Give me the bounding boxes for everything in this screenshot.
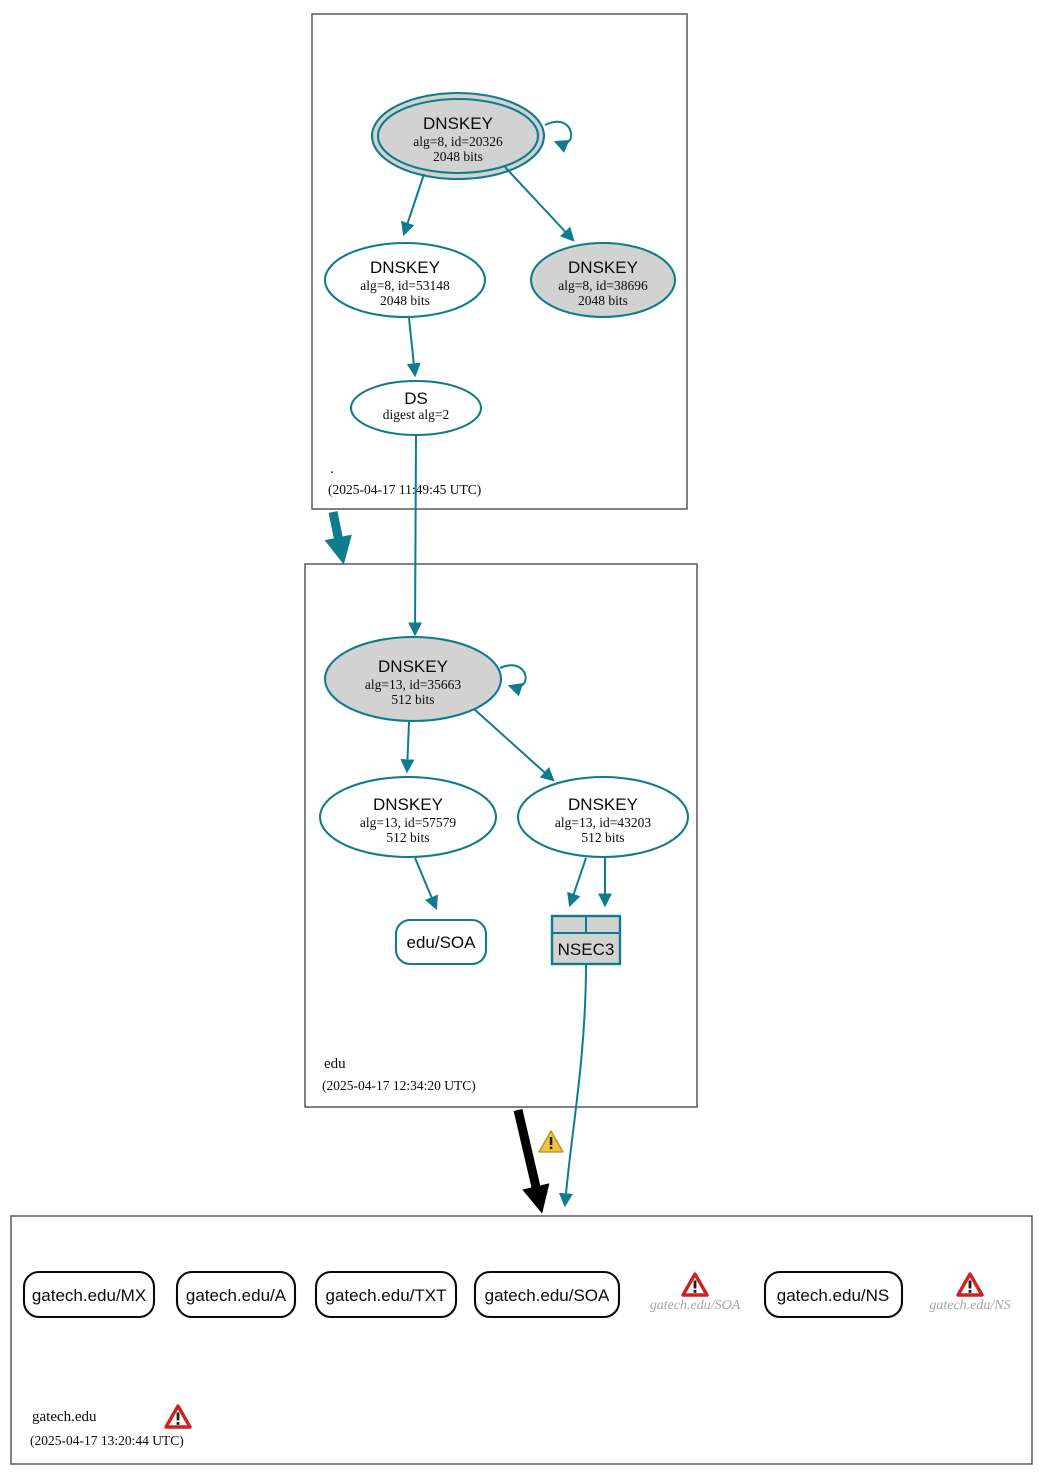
error-bang-stem [968, 1280, 972, 1289]
edge-ds-to-edu-ksk [408, 435, 423, 637]
node-title: gatech.edu/TXT [326, 1286, 447, 1305]
node-title: gatech.edu/MX [32, 1286, 146, 1305]
error-triangle-icon [956, 1272, 984, 1297]
zone-cluster-gatech: gatech.edu/MX gatech.edu/A gatech.edu/TX… [10, 1215, 1033, 1465]
node-title: gatech.edu/A [186, 1286, 287, 1305]
rrset-box [175, 1270, 297, 1319]
node-keysize: 2048 bits [433, 149, 483, 164]
edge-root-ksk-to-zsk-38696 [504, 166, 575, 242]
node-title: edu/SOA [407, 933, 477, 952]
edge-edu-zsk-to-soa [414, 857, 438, 911]
rrset-box [22, 1270, 156, 1319]
error-bang-dot [176, 1422, 180, 1425]
node-title: DNSKEY [373, 795, 443, 814]
node-edu-ksk[interactable]: DNSKEY alg=13, id=35663 512 bits [323, 635, 503, 723]
node-gatech-ns[interactable]: gatech.edu/NS [763, 1270, 904, 1319]
zone-label-root: . [330, 461, 334, 477]
rrset-box [473, 1270, 621, 1319]
node-edu-nsec3[interactable]: NSEC3 [550, 914, 622, 966]
node-gatech-soa-error[interactable]: gatech.edu/SOA [650, 1272, 741, 1313]
zone-boundary-edu [304, 563, 698, 1108]
node-title: DNSKEY [423, 114, 493, 133]
warning-bang-stem [549, 1137, 553, 1145]
error-bang-stem [693, 1280, 697, 1289]
delegation-root-to-edu [324, 511, 352, 565]
zone-timestamp-gatech: (2025-04-17 13:20:44 UTC) [30, 1433, 184, 1448]
error-node-label: gatech.edu/NS [929, 1298, 1010, 1313]
node-alg-id: alg=8, id=38696 [558, 278, 648, 293]
zone-timestamp-edu: (2025-04-17 12:34:20 UTC) [322, 1078, 476, 1093]
ds-ellipse [349, 379, 483, 437]
edge-self-sign-edu-ksk [499, 664, 527, 697]
node-gatech-txt[interactable]: gatech.edu/TXT [314, 1270, 458, 1319]
delegation-edu-to-gatech [513, 1108, 550, 1214]
node-title: DS [404, 389, 428, 408]
node-alg-id: alg=13, id=43203 [555, 815, 651, 830]
error-triangle-icon [681, 1272, 709, 1297]
node-edu-zsk-43203[interactable]: DNSKEY alg=13, id=43203 512 bits [516, 775, 690, 859]
rrset-box [763, 1270, 904, 1319]
node-alg-id: alg=13, id=35663 [365, 677, 461, 692]
error-bang-dot [968, 1290, 972, 1293]
node-title: NSEC3 [558, 940, 615, 959]
zone-boundary-root [311, 13, 688, 510]
node-gatech-mx[interactable]: gatech.edu/MX [22, 1270, 156, 1319]
dnskey-ellipse [323, 635, 503, 723]
node-gatech-ns-error[interactable]: gatech.edu/NS [929, 1272, 1011, 1313]
node-title: DNSKEY [568, 795, 638, 814]
node-keysize: 2048 bits [578, 293, 628, 308]
node-edu-zsk-57579[interactable]: DNSKEY alg=13, id=57579 512 bits [318, 775, 498, 859]
node-keysize: 512 bits [391, 692, 434, 707]
node-title: DNSKEY [378, 657, 448, 676]
error-node-label: gatech.edu/SOA [650, 1298, 741, 1313]
zone-cluster-root: DNSKEY alg=8, id=20326 2048 bits DNSKEY … [311, 13, 688, 510]
node-title: gatech.edu/NS [777, 1286, 889, 1305]
node-keysize: 2048 bits [380, 293, 430, 308]
edge-nsec3-to-gatech [558, 963, 587, 1208]
node-alg-id: alg=8, id=53148 [360, 278, 450, 293]
node-edu-soa[interactable]: edu/SOA [394, 918, 488, 966]
node-keysize: 512 bits [581, 830, 624, 845]
node-keysize: 512 bits [386, 830, 429, 845]
edge-root-zsk-to-ds [406, 317, 421, 378]
dnskey-ellipse [376, 97, 540, 175]
node-root-zsk-53148[interactable]: DNSKEY alg=8, id=53148 2048 bits [323, 241, 487, 319]
rrset-box [314, 1270, 458, 1319]
zone-cluster-edu: DNSKEY alg=13, id=35663 512 bits DNSKEY … [304, 563, 698, 1108]
node-gatech-a[interactable]: gatech.edu/A [175, 1270, 297, 1319]
zone-status-error-triangle-icon [164, 1404, 192, 1429]
warning-bang-dot [549, 1146, 553, 1150]
zone-timestamp-root: (2025-04-17 11:49:45 UTC) [328, 482, 481, 497]
edge-edu-ksk-to-zsk-43203 [473, 708, 555, 782]
error-bang-stem [176, 1412, 180, 1421]
node-gatech-soa[interactable]: gatech.edu/SOA [473, 1270, 621, 1319]
dnskey-ellipse [529, 241, 677, 319]
dnskey-ellipse [516, 775, 690, 859]
node-title: gatech.edu/SOA [485, 1286, 610, 1305]
rrset-box [394, 918, 488, 966]
node-digest-alg: digest alg=2 [383, 407, 449, 422]
dnskey-ellipse [323, 241, 487, 319]
dnskey-ellipse [318, 775, 498, 859]
zone-label-gatech: gatech.edu [32, 1409, 97, 1425]
zone-boundary-gatech [10, 1215, 1033, 1465]
node-alg-id: alg=8, id=20326 [413, 134, 503, 149]
edge-edu-ksk-to-zsk-57579 [400, 721, 415, 774]
node-alg-id: alg=13, id=57579 [360, 815, 456, 830]
node-root-ksk[interactable]: DNSKEY alg=8, id=20326 2048 bits [370, 91, 546, 181]
node-root-ds[interactable]: DS digest alg=2 [349, 379, 483, 437]
node-title: DNSKEY [370, 258, 440, 277]
node-root-zsk-38696[interactable]: DNSKEY alg=8, id=38696 2048 bits [529, 241, 677, 319]
zone-label-edu: edu [324, 1056, 346, 1072]
node-title: DNSKEY [568, 258, 638, 277]
edge-root-ksk-to-zsk-53148 [401, 173, 425, 237]
edge-edu-zsk-to-nsec3-a [567, 857, 587, 908]
warning-triangle-icon [538, 1130, 564, 1153]
edge-self-sign-root-ksk [544, 120, 573, 153]
error-bang-dot [693, 1290, 697, 1293]
